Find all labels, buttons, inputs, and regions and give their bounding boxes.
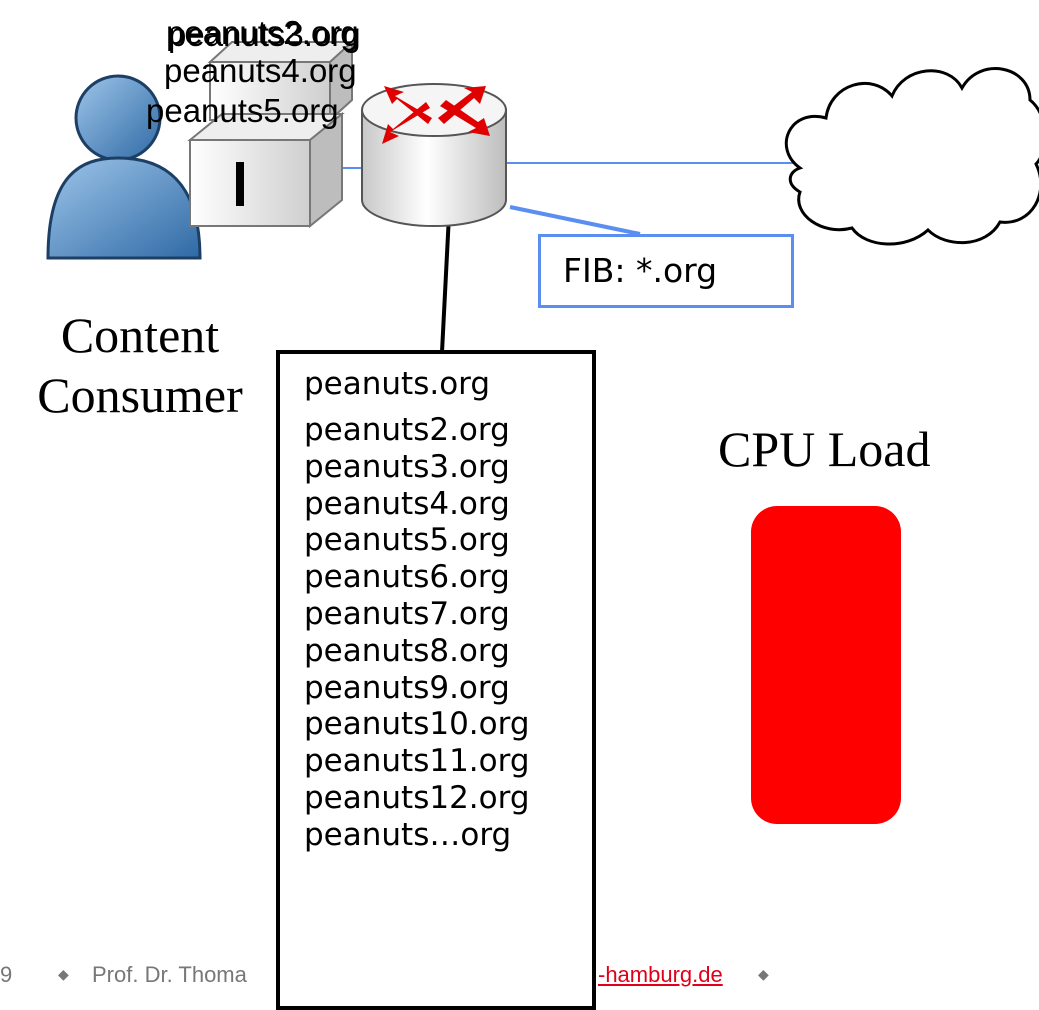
network-diagram: [46, 39, 1039, 353]
request-label: peanuts4.org: [164, 52, 357, 89]
pit-entry: peanuts12.org: [304, 779, 530, 816]
pit-entry: peanuts3.org: [304, 448, 510, 485]
pit-entry: peanuts4.org: [304, 485, 510, 522]
pit-entry: peanuts5.org: [304, 522, 510, 559]
router-icon: [361, 83, 507, 227]
content-consumer-line2: Consumer: [37, 367, 243, 423]
pit-entry: peanuts7.org: [304, 595, 510, 632]
pit-entry: peanuts11.org: [304, 743, 530, 780]
footer-separator-icon: ◆: [758, 966, 769, 982]
router-fib-connector: [509, 205, 641, 236]
fib-box: FIB: *.org: [538, 234, 794, 308]
pit-entry: peanuts2.org: [304, 412, 510, 448]
request-label: peanuts5.org: [146, 92, 339, 129]
pit-entry: peanuts.org: [304, 366, 491, 402]
request-label: peanuts2.org: [166, 14, 359, 51]
packet-back-icon: [207, 39, 355, 123]
content-consumer-line1: Content: [60, 307, 220, 363]
router-pit-connector: [440, 214, 451, 353]
pit-entry: peanuts…org: [304, 816, 512, 853]
pit-entry: peanuts9.org: [304, 669, 510, 706]
pit-entry: peanuts6.org: [304, 559, 510, 596]
footer-link[interactable]: -hamburg.de: [598, 962, 723, 987]
pit-entry: peanuts10.org: [304, 706, 530, 743]
pit-table: peanuts.org peanuts2.org peanuts3.org pe…: [276, 350, 596, 1010]
page-number: 9: [0, 962, 13, 987]
pit-entry: peanuts8.org: [304, 632, 510, 669]
cpu-load-bar: [751, 506, 901, 824]
footer-author: Prof. Dr. Thoma: [92, 962, 247, 987]
content-consumer-label: Content Consumer: [10, 305, 270, 425]
user-icon: [46, 74, 202, 260]
cloud-icon: [784, 67, 1039, 246]
cpu-load-label: CPU Load: [718, 421, 931, 477]
footer-separator-icon: ◆: [58, 966, 69, 982]
packet-front-icon: [187, 111, 345, 229]
request-label: peanuts3.org: [168, 16, 361, 53]
